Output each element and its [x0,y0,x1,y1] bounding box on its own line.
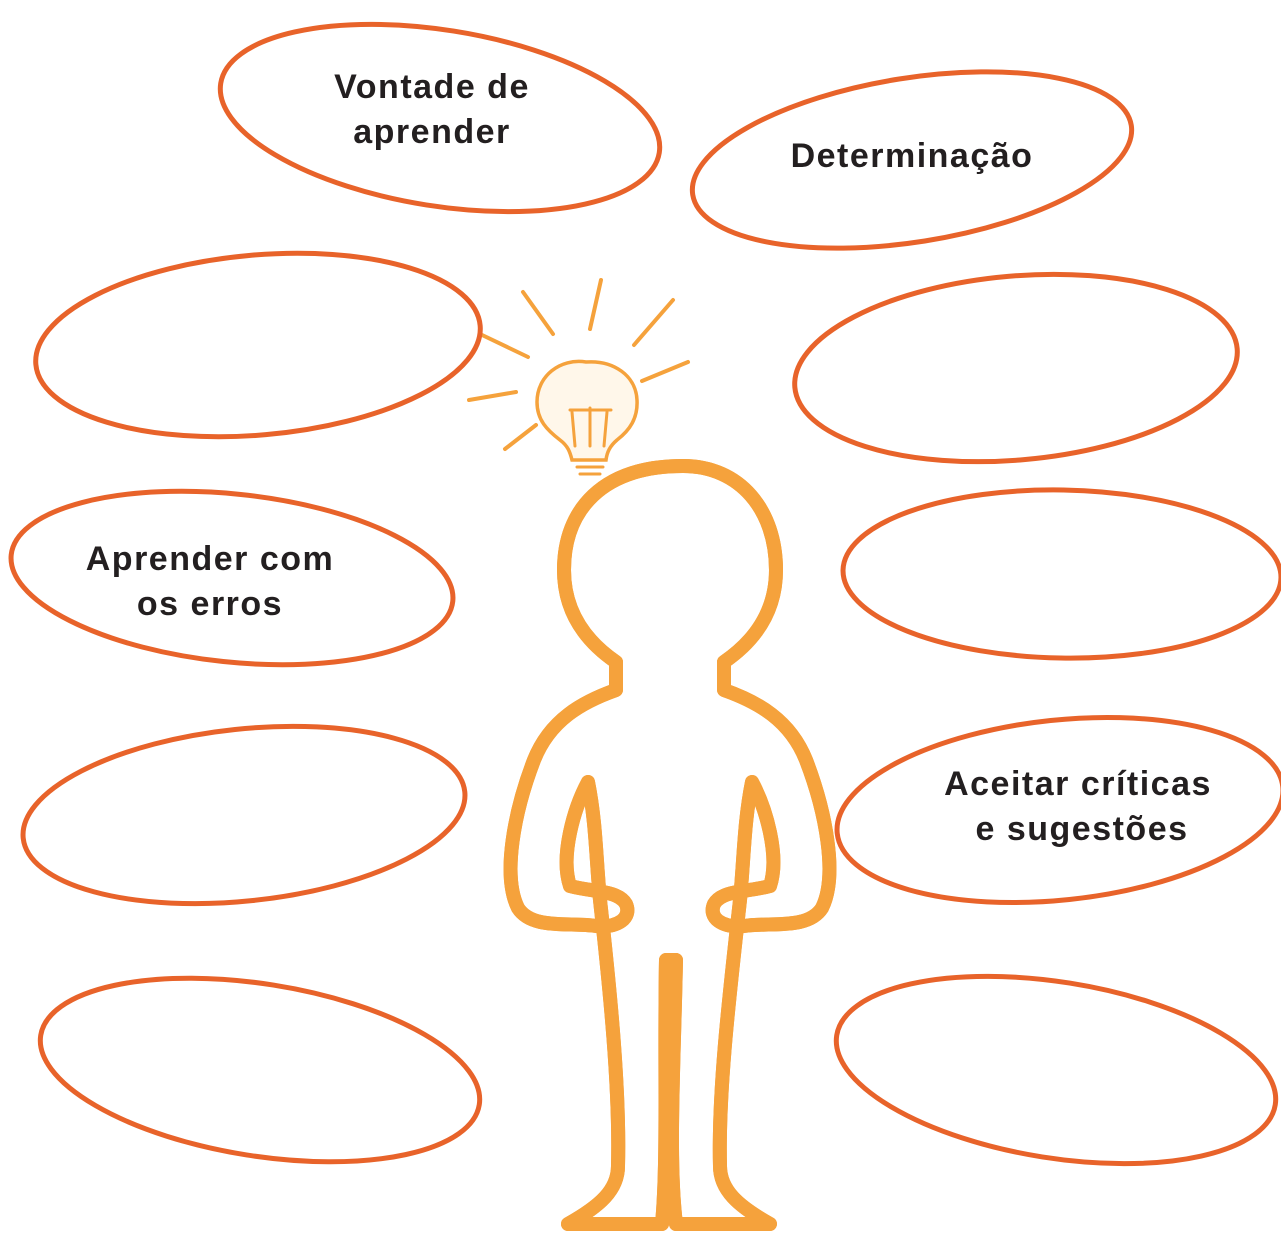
bubble-aceitar-criticas [834,714,1281,906]
bubble-text-line: e sugestões [975,810,1188,848]
bubble-text-line: Determinação [791,137,1034,175]
bubble-empty-right-3 [833,973,1279,1167]
bubble-empty-left-3 [37,975,483,1165]
bubble-text-line: aprender [353,113,511,151]
bubble-text-line: Vontade de [334,68,530,106]
bubble-text-line: os erros [137,585,283,623]
bubble-empty-left-1 [33,250,483,440]
bubble-vontade-de-aprender [217,21,663,215]
person-outline-icon [511,459,830,1231]
bubble-empty-right-1 [792,271,1240,465]
bubble-text-line: Aceitar críticas [944,765,1212,803]
bubble-empty-right-2 [840,487,1281,661]
bubble-determinacao [689,69,1135,251]
lightbulb-icon [467,278,690,476]
bubble-aprender-com-os-erros [8,488,456,668]
bubble-text-line: Aprender com [86,540,335,578]
bubble-empty-left-2 [20,723,468,907]
